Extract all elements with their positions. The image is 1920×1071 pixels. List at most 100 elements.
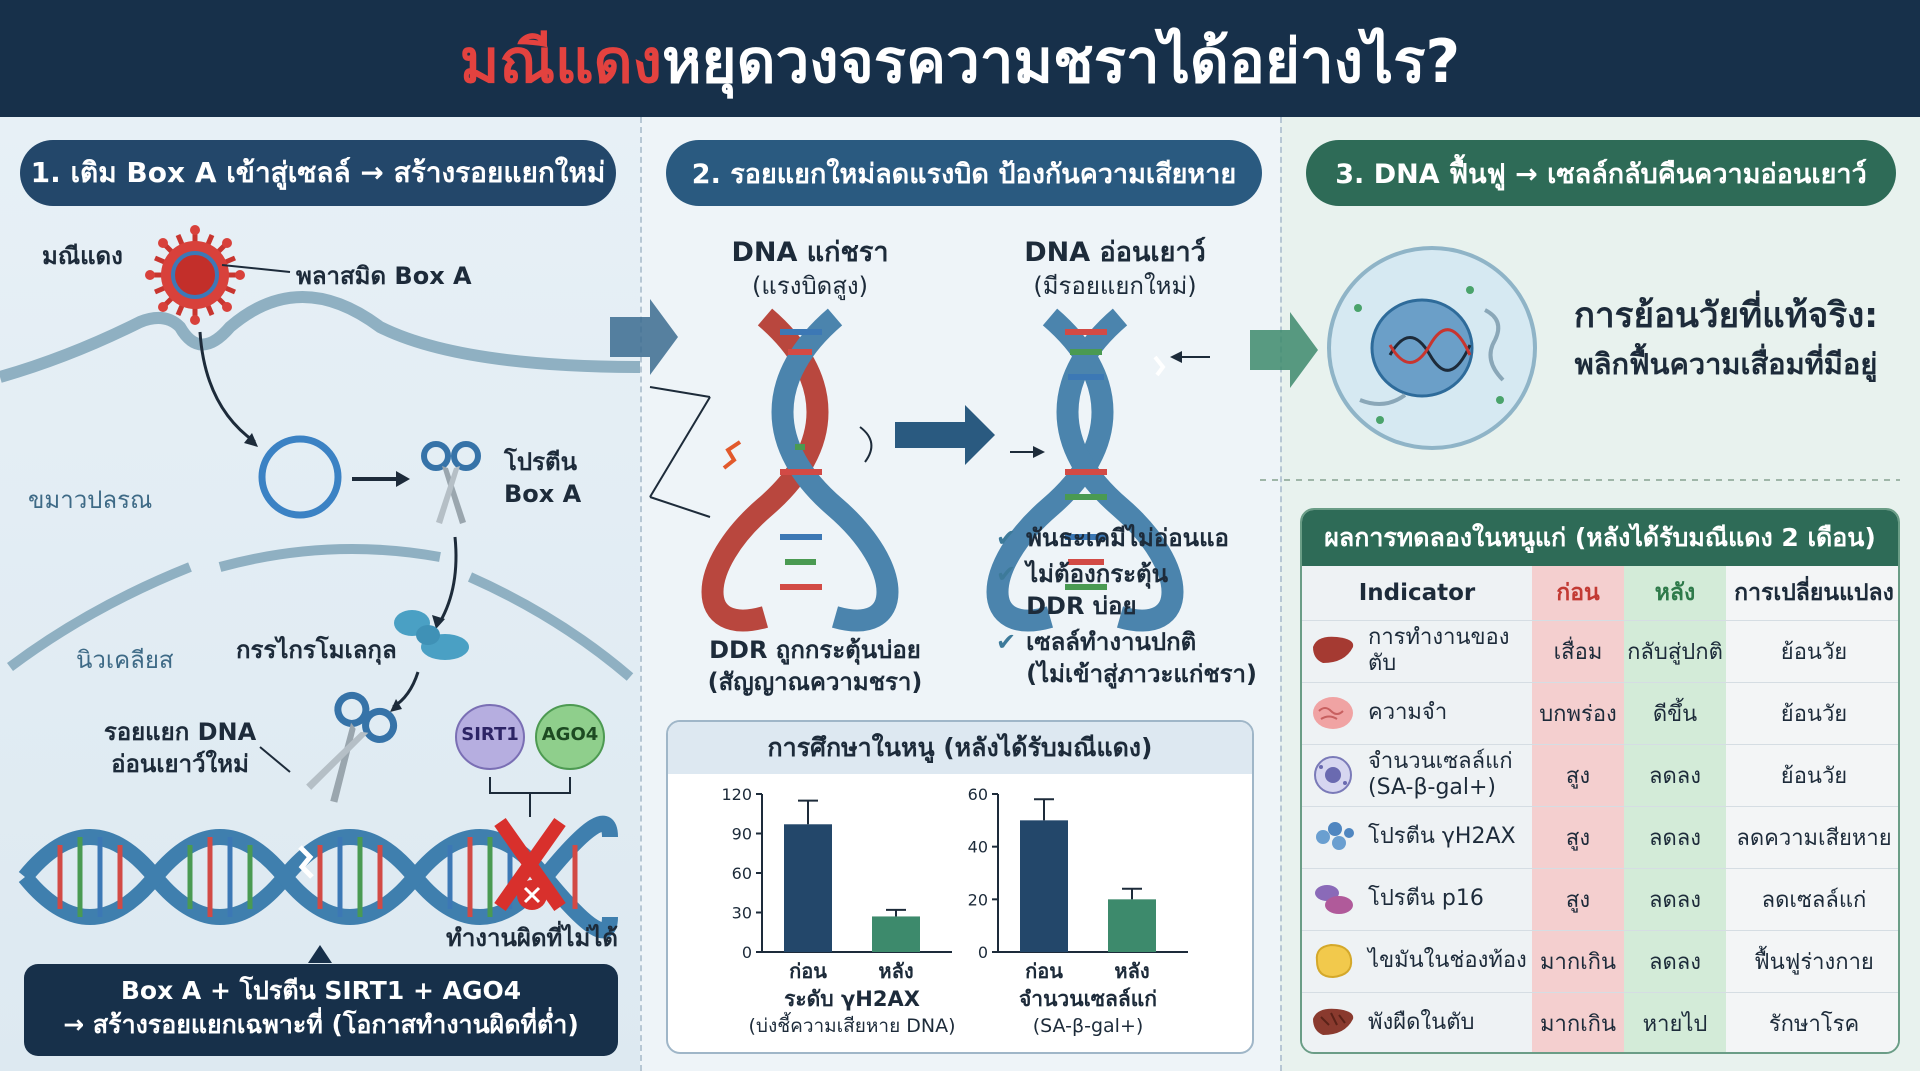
protein-p16-icon (1315, 885, 1353, 914)
indicator-cell: โปรตีน γH2AX (1302, 805, 1532, 868)
cell-entry-diagram (0, 225, 640, 963)
change-cell: ย้อนวัย (1726, 619, 1898, 682)
results-row: การทำงานของตับเสื่อมกลับสู่ปกติย้อนวัย (1302, 619, 1898, 682)
ago4-blob (535, 704, 605, 770)
indicator-cell: โปรตีน p16 (1302, 867, 1532, 930)
cell-nucleus (1370, 298, 1474, 398)
cytoplasm-label: ขมาวปลรณ (28, 486, 153, 514)
indicator-cell: พังผืดในตับ (1302, 991, 1532, 1052)
bar (872, 916, 920, 952)
chart-xlabel-sub: (บ่งชี้ความเสียหาย DNA) (748, 1012, 955, 1037)
check-icon: ✔ (996, 628, 1017, 656)
nuclear-membrane-left (7, 562, 192, 672)
red-pearl-label: มณีแดง (42, 242, 123, 270)
mechanism-summary-box: Box A + โปรตีน SIRT1 + AGO4→ สร้างรอยแยก… (24, 964, 618, 1056)
y-tick-label: 60 (732, 864, 752, 883)
young-dna-helix (986, 308, 1210, 632)
fat-icon (1315, 943, 1353, 979)
category-label: ก่อน (1025, 959, 1063, 983)
column-divider (640, 117, 642, 1071)
cell-membrane (0, 291, 640, 383)
macromolecule-label: กรรไกรโมเลกุล (236, 636, 397, 664)
sirt1-blob (455, 704, 525, 770)
title-rest: หยุดวงจรความชราได้อย่างไร? (661, 27, 1461, 97)
young-dna-subtitle: (มีรอยแยกใหม่) (1033, 272, 1197, 300)
nucleus-label: นิวเคลียส (76, 646, 174, 674)
before-cell: เสื่อม (1532, 619, 1624, 682)
after-cell: ลดลง (1624, 743, 1726, 806)
indicator-label: ความจำ (1368, 700, 1448, 725)
nuclear-membrane-mid (218, 544, 441, 572)
y-tick-label: 120 (721, 785, 752, 804)
after-cell: ดีขึ้น (1624, 681, 1726, 744)
results-row: พังผืดในตับมากเกินหายไปรักษาโรค (1302, 991, 1898, 1052)
change-cell: ฟื้นฟูร่างกาย (1726, 929, 1898, 992)
benefit-item: ✔พันธะเคมีไม่อ่อนแอ (996, 524, 1229, 552)
y-tick-label: 90 (732, 825, 752, 844)
y-tick-label: 0 (742, 943, 752, 962)
young-dna-title: DNA อ่อนเยาว์ (1024, 237, 1206, 268)
dna-comparison-diagram (610, 299, 1210, 632)
change-cell: ลดความเสียหาย (1726, 805, 1898, 868)
y-tick-label: 40 (968, 838, 988, 857)
y-tick-label: 0 (978, 943, 988, 962)
results-title: ผลการทดลองในหนูแก่ (หลังได้รับมณีแดง 2 เ… (1302, 510, 1898, 566)
y-tick-label: 20 (968, 890, 988, 909)
sirt1-label: SIRT1 (461, 724, 519, 745)
step-2-label: 2. รอยแยกใหม่ลดแรงบิด ป้องกันความเสียหาย (666, 140, 1262, 206)
dna-inside-icon (1388, 336, 1472, 372)
old-dna-helix (649, 308, 899, 632)
y-tick-label: 60 (968, 785, 988, 804)
protein-cluster-icon (1316, 822, 1354, 850)
bar (784, 824, 832, 952)
flow-arrow-2 (895, 405, 995, 465)
chart-xlabel: จำนวนเซลล์แก่ (1019, 987, 1157, 1011)
check-icon: ✔ (996, 560, 1017, 588)
indicator-label: จำนวนเซลล์แก่ (SA-β-gal+) (1368, 749, 1513, 800)
before-cell: สูง (1532, 805, 1624, 868)
after-cell: หายไป (1624, 991, 1726, 1052)
before-cell: บกพร่อง (1532, 681, 1624, 744)
after-cell: ลดลง (1624, 867, 1726, 930)
fibrosis-liver-icon (1313, 1008, 1354, 1036)
after-cell: กลับสู่ปกติ (1624, 619, 1726, 682)
change-cell: รักษาโรค (1726, 991, 1898, 1052)
indicator-label: โปรตีน γH2AX (1368, 824, 1516, 849)
indicator-label: พังผืดในตับ (1368, 1010, 1475, 1036)
benefit-item: ✔เซลล์ทำงานปกติ(ไม่เข้าสู่ภาวะแก่ชรา) (996, 628, 1257, 688)
liver-icon (1313, 636, 1354, 663)
bar (1108, 899, 1156, 952)
results-table: Indicator ก่อน หลัง การเปลี่ยนแปลง การทำ… (1302, 566, 1898, 1052)
category-label: หลัง (878, 959, 913, 983)
chart-xlabel-sub: (SA-β-gal+) (1033, 1015, 1144, 1037)
rejuvenation-caption: การย้อนวัยที่แท้จริง: พลิกฟื้นความเสื่อม… (1573, 296, 1879, 381)
col-before-header: ก่อน (1532, 566, 1624, 620)
check-icon: ✔ (996, 524, 1017, 552)
scissors-icon-top (421, 441, 481, 524)
col-change-header: การเปลี่ยนแปลง (1726, 566, 1898, 620)
mouse-study-box: การศึกษาในหนู (หลังได้รับมณีแดง) 0 30 60 90… (666, 720, 1254, 1054)
indicator-label: โปรตีน p16 (1368, 886, 1484, 911)
category-label: หลัง (1114, 959, 1149, 983)
change-cell: ย้อนวัย (1726, 743, 1898, 806)
rejuvenated-cell-diagram (1250, 246, 1900, 481)
results-row: ไขมันในช่องท้องมากเกินลดลงฟื้นฟูร่างกาย (1302, 929, 1898, 992)
mouse-study-title: การศึกษาในหนู (หลังได้รับมณีแดง) (668, 722, 1252, 774)
step-1-label: 1. เติม Box A เข้าสู่เซลล์ → สร้างรอยแยก… (20, 140, 616, 206)
y-tick-label: 30 (732, 904, 752, 923)
flow-arrow-3 (1250, 312, 1318, 388)
column-divider (1280, 117, 1282, 1071)
red-pearl-particle (145, 225, 291, 325)
col-after-header: หลัง (1624, 566, 1726, 620)
title-accent: มณีแดง (459, 27, 662, 97)
indicator-cell: ความจำ (1302, 681, 1532, 744)
results-header-row: Indicator ก่อน หลัง การเปลี่ยนแปลง (1302, 566, 1898, 620)
plasmid-label: พลาสมิด Box A (296, 262, 472, 290)
results-row: จำนวนเซลล์แก่ (SA-β-gal+)สูงลดลงย้อนวัย (1302, 743, 1898, 806)
results-table-box: ผลการทดลองในหนูแก่ (หลังได้รับมณีแดง 2 เ… (1300, 508, 1900, 1054)
no-error-label: ทำงานผิดที่ไม่ได้ (446, 924, 618, 952)
